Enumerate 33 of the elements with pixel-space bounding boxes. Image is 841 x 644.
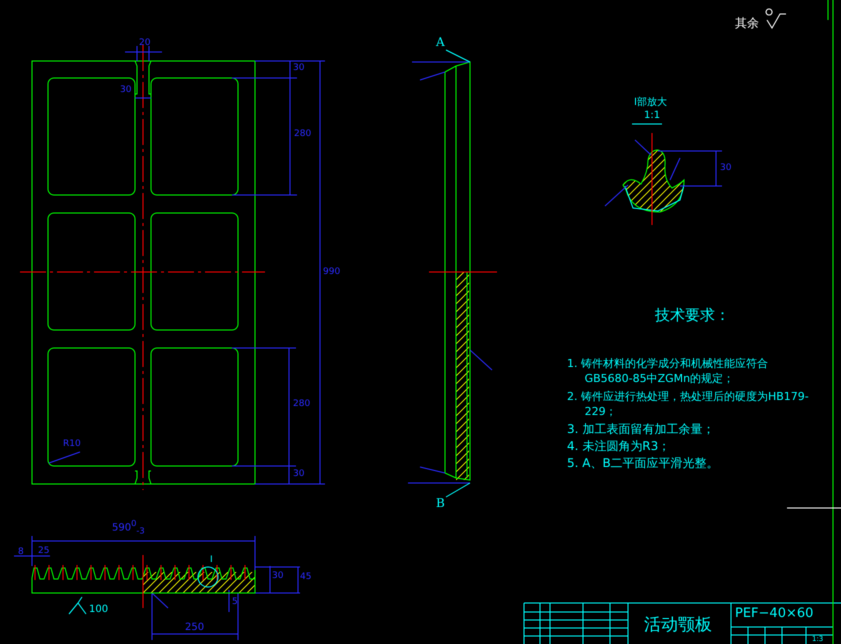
dimension-text: 45 <box>300 573 312 583</box>
heading: 技术要求： <box>655 307 730 324</box>
datum-label: A <box>436 36 445 48</box>
dimension-text: 30 <box>120 86 132 96</box>
dimension-text: 30 <box>293 64 304 74</box>
drawing-number: PEF−40×60 <box>735 607 814 622</box>
dimension-text: 280 <box>293 400 310 410</box>
dimension-text: 30 <box>720 164 732 174</box>
dimension-text: 5 <box>232 598 238 608</box>
dimension-text: 30 <box>293 470 304 480</box>
dimension-text: 250 <box>185 622 204 633</box>
dimension-text: 25 <box>38 547 50 557</box>
roughness-value: 100 <box>89 604 108 615</box>
dimension-text: 20 <box>139 39 150 49</box>
dimension-text: 8 <box>18 548 24 558</box>
datum-label: B <box>436 497 445 509</box>
drawing-title: 活动颚板 <box>644 616 712 635</box>
dimension-text: 280 <box>294 130 312 140</box>
note-text: 2. 铸件应进行热处理，热处理后的硬度为HB179-229； <box>567 390 810 420</box>
note-text: 5. A、B二平面应平滑光整。 <box>567 457 719 470</box>
view-title: I部放大 <box>634 97 667 108</box>
leader-line <box>446 482 470 498</box>
note-text: 4. 未注圆角为R3； <box>567 440 670 454</box>
scale-text: 1:1 <box>644 110 660 121</box>
note-text: 1. 铸件材料的化学成分和机械性能应符合GB5680-85中ZGMn的规定； <box>567 357 769 387</box>
side-view-drawing <box>408 61 498 484</box>
dimension-text: R10 <box>63 440 81 450</box>
dimension-text: 990 <box>323 268 340 278</box>
note-text: 3. 加工表面留有加工余量； <box>567 423 714 436</box>
leader-line <box>446 50 470 62</box>
note-text: 其余 <box>735 17 759 30</box>
dimension-text: 30 <box>272 572 284 582</box>
callout-text: I <box>210 556 213 566</box>
